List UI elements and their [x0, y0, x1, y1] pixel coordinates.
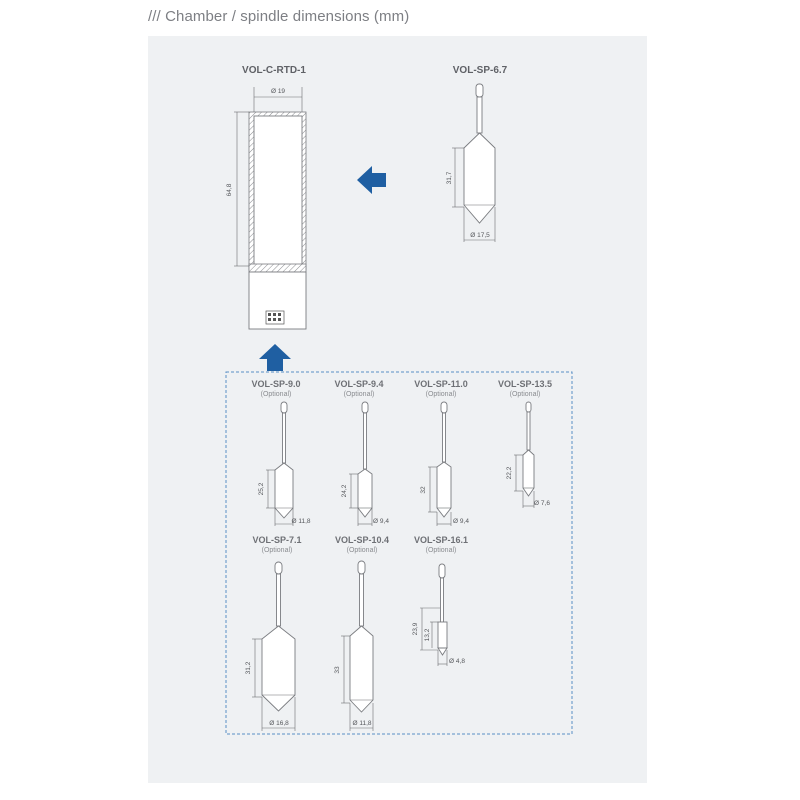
optional-label: (Optional): [347, 547, 378, 554]
spindle-hook: [357, 560, 366, 575]
spindle-height: 31,2: [245, 661, 252, 674]
spindle-hook: [274, 561, 283, 575]
spindle-body: [274, 462, 294, 519]
spindle-vol-sp-10-4: VOL-SP-10.4 (Optional) 33 Ø 11,8: [334, 535, 389, 731]
optional-spindles-box: [225, 371, 573, 735]
spindle-vol-sp-13-5: VOL-SP-13.5 (Optional) 22,2 Ø 7,6: [498, 379, 552, 508]
spindle-label: VOL-SP-13.5: [498, 379, 552, 389]
spindle-shaft: [526, 411, 531, 451]
spindle-hook: [475, 83, 484, 98]
spindle-hook: [525, 401, 532, 413]
spindle-diameter: Ø 7,6: [534, 500, 550, 507]
spindle-body: [463, 132, 496, 224]
main-spindle-drawing: VOL-SP-6.7 31,7 Ø 17,5: [446, 65, 508, 242]
connector-pin: [273, 318, 276, 321]
chamber-diameter-label: Ø 19: [271, 88, 285, 95]
spindle-shaft: [476, 96, 483, 134]
spindle-height: 24,2: [341, 484, 348, 497]
connector-pin: [268, 318, 271, 321]
spindle-label: VOL-SP-7.1: [252, 535, 301, 545]
connector-icon: [265, 310, 285, 325]
chamber-bore: [253, 115, 303, 267]
spindle-label: VOL-SP-10.4: [335, 535, 389, 545]
diagram-panel: [148, 36, 647, 783]
spindle-body: [261, 625, 296, 712]
spindle-diameter: Ø 9,4: [373, 518, 389, 525]
spindle-shaft: [276, 573, 281, 627]
spindle-shaft: [442, 412, 446, 463]
spindle-hook: [361, 401, 369, 414]
main-spindle-label: VOL-SP-6.7: [453, 65, 508, 76]
optional-label: (Optional): [262, 547, 293, 554]
spindle-hook: [438, 563, 446, 579]
spindle-diameter: Ø 9,4: [453, 518, 469, 525]
connector-pin: [278, 318, 281, 321]
spindle-inner-height: 13,2: [424, 628, 431, 641]
connector-pin: [268, 313, 271, 316]
spindle-vol-sp-16-1: VOL-SP-16.1 (Optional) 23,9 13,2 Ø 4,8: [412, 535, 468, 666]
spindle-label: VOL-SP-9.4: [334, 379, 383, 389]
spindle-height: 23,9: [412, 622, 419, 635]
spindle-label: VOL-SP-11.0: [414, 379, 468, 389]
connector-pin: [278, 313, 281, 316]
spindle-height: 32: [420, 486, 427, 494]
spindle-body: [437, 621, 448, 649]
optional-label: (Optional): [426, 547, 457, 554]
spindle-height: 25,2: [258, 482, 265, 495]
spindle-body: [357, 468, 373, 518]
spindle-vol-sp-9-0: VOL-SP-9.0 (Optional) 25,2 Ø 11,8: [251, 379, 311, 526]
spindle-vol-sp-7-1: VOL-SP-7.1 (Optional) 31,2 Ø 16,8: [245, 535, 302, 731]
spindle-hook: [440, 401, 448, 414]
spindle-shaft: [363, 412, 367, 470]
spindle-vol-sp-9-4: VOL-SP-9.4 (Optional) 24,2 Ø 9,4: [334, 379, 389, 526]
chamber-bottom: [248, 263, 307, 273]
spindle-hook: [280, 401, 288, 414]
optional-label: (Optional): [261, 391, 292, 398]
page-heading: /// Chamber / spindle dimensions (mm): [148, 8, 410, 25]
spindle-body: [349, 625, 374, 713]
chamber-length-label: 64,8: [226, 183, 233, 196]
spindle-diameter: Ø 11,8: [352, 720, 371, 727]
spindle-label: VOL-SP-16.1: [414, 535, 468, 545]
spindle-diameter: Ø 11,8: [291, 518, 310, 525]
connector-pin: [273, 313, 276, 316]
spindle-height: 33: [334, 666, 341, 674]
spindle-body: [522, 449, 535, 497]
spindle-diameter: Ø 4,8: [449, 658, 465, 665]
optional-label: (Optional): [510, 391, 541, 398]
chamber-drawing: VOL-C-RTD-1 Ø 19 VOL-C-RTD-1 64,8: [226, 65, 307, 330]
spindle-height: 22,2: [506, 466, 513, 479]
arrow-left-icon: [357, 166, 386, 194]
chamber-label: VOL-C-RTD-1: [242, 65, 306, 76]
arrow-up-icon: [259, 344, 291, 371]
spindle-shaft: [440, 577, 444, 623]
spindle-vol-sp-11-0: VOL-SP-11.0 (Optional) 32 Ø 9,4: [414, 379, 469, 526]
spindle-shaft: [359, 573, 364, 627]
spindle-label: VOL-SP-9.0: [251, 379, 300, 389]
spindle-tip: [437, 647, 448, 656]
main-spindle-height: 31,7: [446, 171, 453, 184]
spindle-body: [436, 461, 452, 518]
spindle-shaft: [282, 412, 286, 464]
main-spindle-diameter: Ø 17,5: [470, 232, 490, 239]
optional-label: (Optional): [426, 391, 457, 398]
spindle-diameter: Ø 16,8: [269, 720, 289, 727]
optional-label: (Optional): [344, 391, 375, 398]
